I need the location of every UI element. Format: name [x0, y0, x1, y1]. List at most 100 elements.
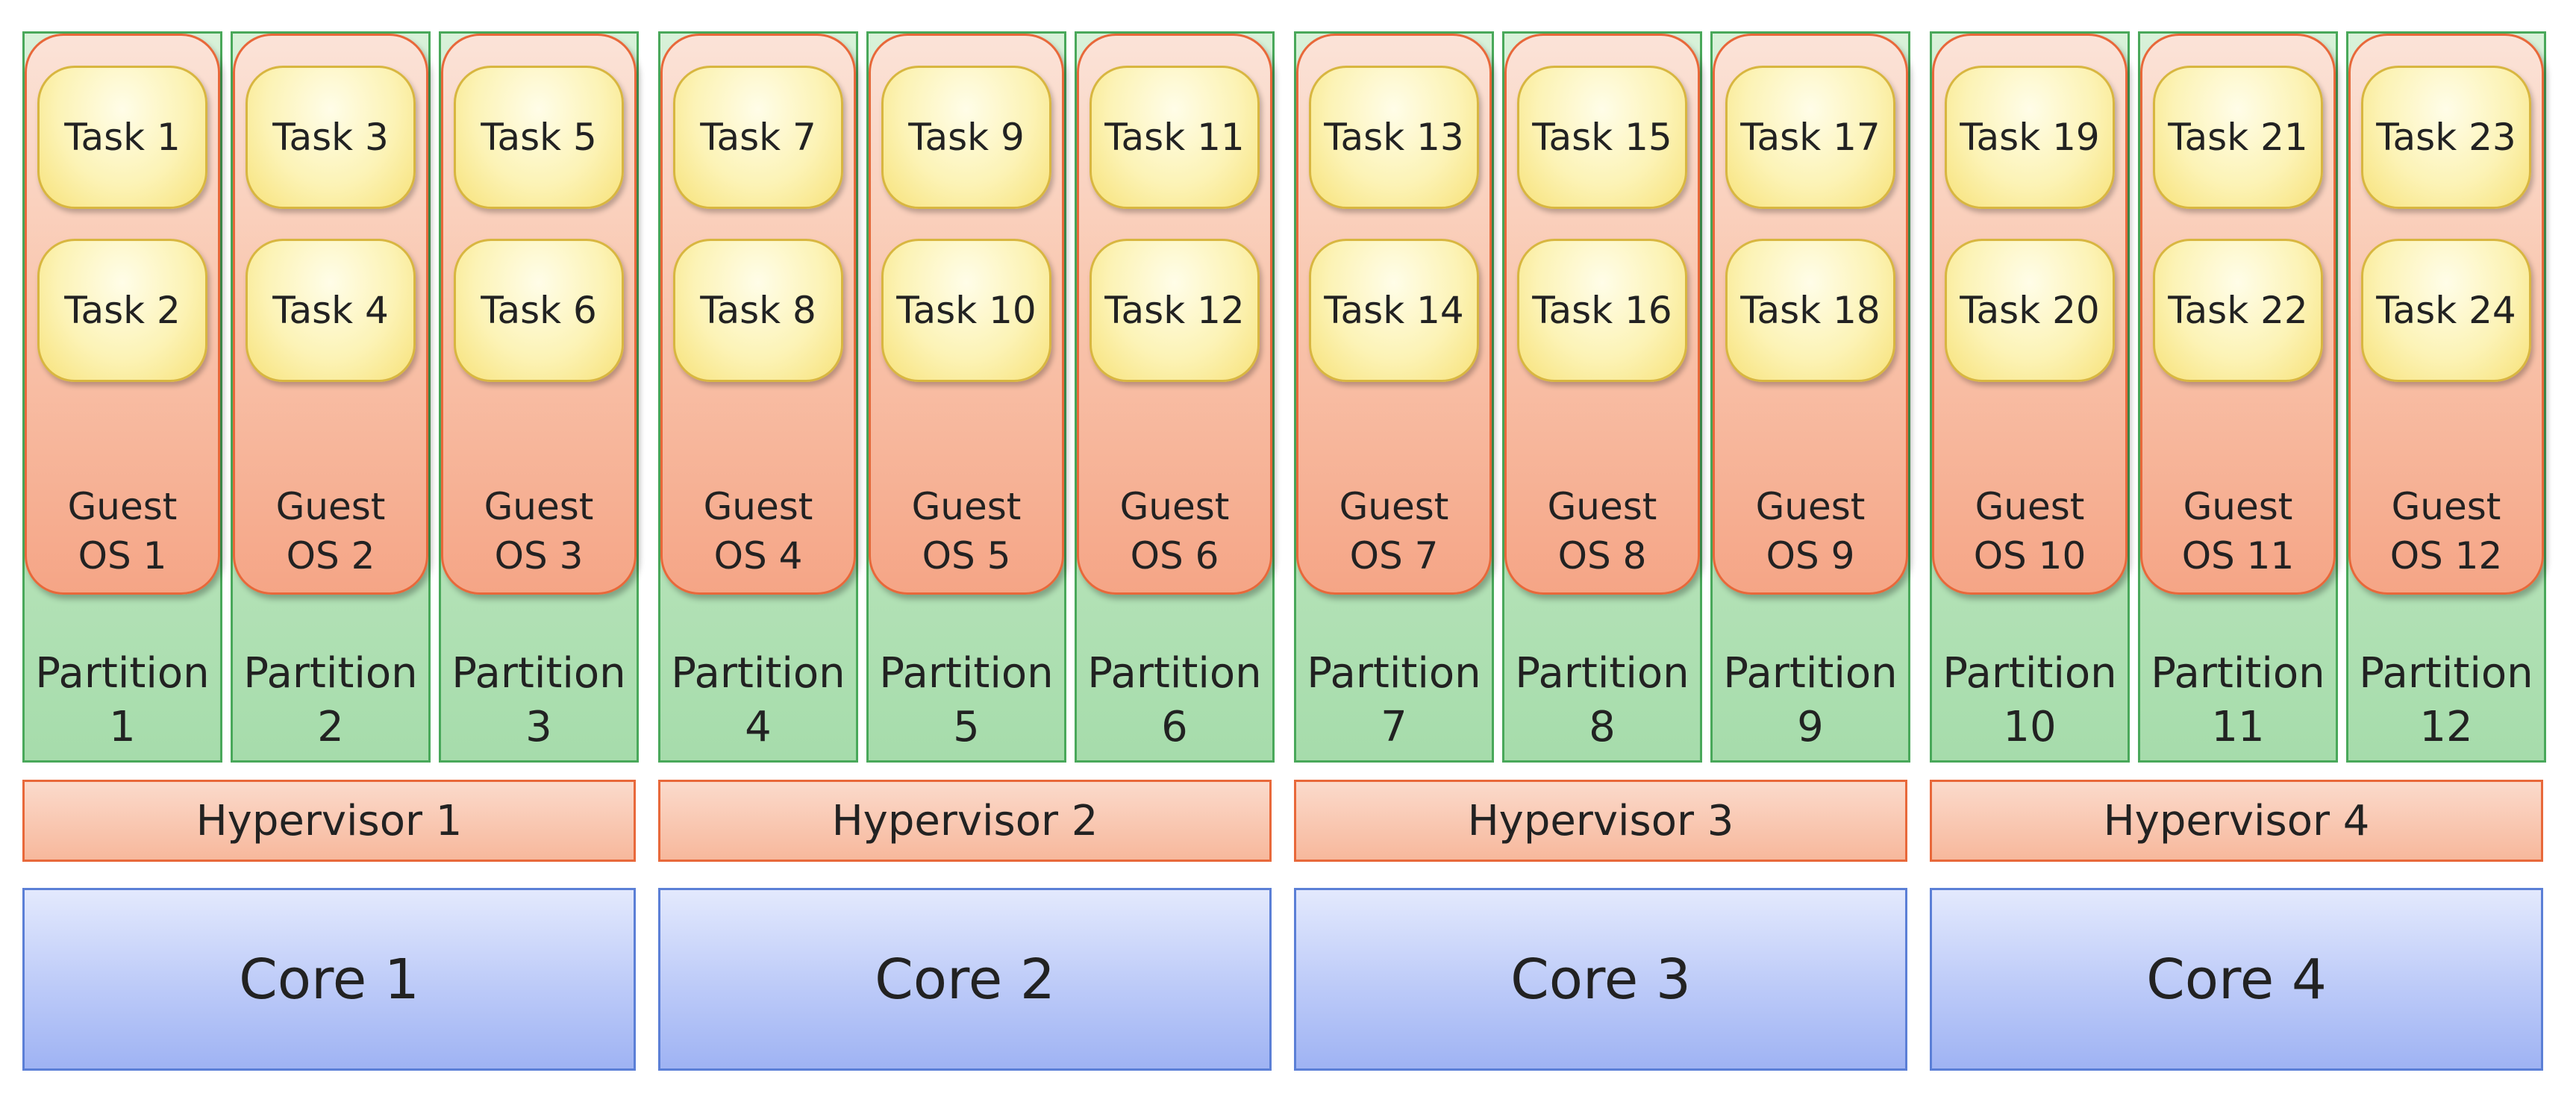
partition: Task 23 Task 24 Guest OS 12 Partition 12	[2346, 31, 2546, 763]
partition: Task 15 Task 16 Guest OS 8 Partition 8	[1502, 31, 1702, 763]
hypervisor-box: Hypervisor 4	[1930, 780, 2543, 862]
task-label: Task 9	[908, 116, 1025, 159]
partition-label: Partition 10	[1942, 649, 2117, 751]
task-label: Task 11	[1104, 116, 1245, 159]
guest-os-label: Guest OS 4	[703, 485, 813, 578]
partition-label: Partition 3	[451, 649, 626, 751]
task: Task 4	[246, 239, 416, 382]
task: Task 24	[2361, 239, 2531, 382]
partition-label: Partition 12	[2359, 649, 2533, 751]
task: Task 19	[1945, 66, 2115, 209]
task-label: Task 8	[700, 289, 816, 332]
hypervisor-box: Hypervisor 2	[658, 780, 1272, 862]
task: Task 22	[2153, 239, 2323, 382]
guest-os-label: Guest OS 5	[911, 485, 1022, 578]
task: Task 3	[246, 66, 416, 209]
guest-os-label: Guest OS 1	[67, 485, 178, 578]
partition-label: Partition 4	[671, 649, 845, 751]
task: Task 13	[1309, 66, 1479, 209]
task: Task 12	[1090, 239, 1260, 382]
partition-label: Partition 5	[879, 649, 1054, 751]
guest-os: Task 11 Task 12 Guest OS 6	[1077, 34, 1272, 595]
task-label: Task 3	[272, 116, 389, 159]
task-label: Task 20	[1960, 289, 2100, 332]
task: Task 15	[1517, 66, 1687, 209]
task-label: Task 19	[1960, 116, 2100, 159]
hypervisor-box: Hypervisor 3	[1294, 780, 1907, 862]
task: Task 18	[1725, 239, 1895, 382]
partition: Task 9 Task 10 Guest OS 5 Partition 5	[866, 31, 1066, 763]
task: Task 1	[37, 66, 207, 209]
task-label: Task 21	[2168, 116, 2308, 159]
guest-os: Task 21 Task 22 Guest OS 11	[2140, 34, 2336, 595]
partition-label: Partition 9	[1723, 649, 1898, 751]
partition-label: Partition 11	[2151, 649, 2325, 751]
partition: Task 7 Task 8 Guest OS 4 Partition 4	[658, 31, 858, 763]
task-label: Task 5	[481, 116, 597, 159]
guest-os-label: Guest OS 11	[2181, 485, 2295, 578]
task-label: Task 1	[64, 116, 181, 159]
task-label: Task 17	[1740, 116, 1881, 159]
partition-label: Partition 2	[243, 649, 418, 751]
task: Task 2	[37, 239, 207, 382]
guest-os: Task 7 Task 8 Guest OS 4	[660, 34, 856, 595]
task: Task 11	[1090, 66, 1260, 209]
task: Task 8	[673, 239, 843, 382]
hypervisor-box: Hypervisor 1	[22, 780, 636, 862]
partition: Task 3 Task 4 Guest OS 2 Partition 2	[231, 31, 431, 763]
task-label: Task 16	[1532, 289, 1672, 332]
guest-os: Task 13 Task 14 Guest OS 7	[1296, 34, 1492, 595]
task-label: Task 22	[2168, 289, 2308, 332]
task-label: Task 23	[2376, 116, 2516, 159]
guest-os: Task 19 Task 20 Guest OS 10	[1932, 34, 2128, 595]
task: Task 10	[881, 239, 1051, 382]
partition-label: Partition 8	[1515, 649, 1689, 751]
guest-os-label: Guest OS 12	[2389, 485, 2503, 578]
task-label: Task 10	[896, 289, 1037, 332]
task-label: Task 12	[1104, 289, 1245, 332]
task: Task 17	[1725, 66, 1895, 209]
guest-os-label: Guest OS 2	[275, 485, 386, 578]
task: Task 16	[1517, 239, 1687, 382]
guest-os-label: Guest OS 6	[1119, 485, 1230, 578]
partition: Task 19 Task 20 Guest OS 10 Partition 10	[1930, 31, 2130, 763]
core-box: Core 4	[1930, 888, 2543, 1071]
task: Task 7	[673, 66, 843, 209]
guest-os: Task 23 Task 24 Guest OS 12	[2348, 34, 2544, 595]
guest-os-label: Guest OS 3	[484, 485, 594, 578]
task-label: Task 2	[64, 289, 181, 332]
task: Task 6	[454, 239, 624, 382]
task-label: Task 15	[1532, 116, 1672, 159]
core-box: Core 2	[658, 888, 1272, 1071]
core-box: Core 1	[22, 888, 636, 1071]
partition: Task 11 Task 12 Guest OS 6 Partition 6	[1075, 31, 1275, 763]
task: Task 21	[2153, 66, 2323, 209]
partition-label: Partition 6	[1087, 649, 1262, 751]
guest-os-label: Guest OS 7	[1339, 485, 1449, 578]
partition-label: Partition 7	[1307, 649, 1481, 751]
task-label: Task 6	[481, 289, 597, 332]
partition: Task 13 Task 14 Guest OS 7 Partition 7	[1294, 31, 1494, 763]
guest-os-label: Guest OS 8	[1547, 485, 1657, 578]
task-label: Task 13	[1324, 116, 1464, 159]
task-label: Task 18	[1740, 289, 1881, 332]
task: Task 20	[1945, 239, 2115, 382]
task-label: Task 7	[700, 116, 816, 159]
task: Task 14	[1309, 239, 1479, 382]
task-label: Task 24	[2376, 289, 2516, 332]
task-label: Task 14	[1324, 289, 1464, 332]
core-box: Core 3	[1294, 888, 1907, 1071]
task-label: Task 4	[272, 289, 389, 332]
guest-os: Task 9 Task 10 Guest OS 5	[869, 34, 1064, 595]
guest-os: Task 15 Task 16 Guest OS 8	[1504, 34, 1700, 595]
guest-os-label: Guest OS 10	[1973, 485, 2086, 578]
task: Task 23	[2361, 66, 2531, 209]
